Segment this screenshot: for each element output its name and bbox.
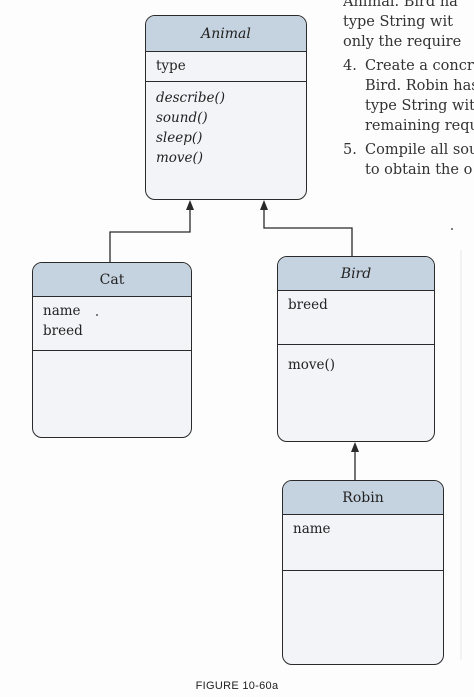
text-line: type String wit <box>343 14 453 30</box>
step-number: 5. <box>343 142 357 158</box>
class-name: Cat <box>33 263 191 297</box>
class-attributes: breed <box>278 291 434 345</box>
book-text-column: Animal. Bird ha type String wit only the… <box>343 0 474 180</box>
robin-to-bird-arrowhead <box>351 442 359 452</box>
class-methods <box>33 351 191 355</box>
class-methods: describe() sound() sleep() move() <box>146 82 306 168</box>
text-line: Bird. Robin has <box>365 78 474 94</box>
text-line: type String with <box>365 98 474 114</box>
method-move: move() <box>288 357 336 373</box>
text-line: Compile all sou <box>365 142 474 158</box>
class-name: Bird <box>278 257 434 291</box>
class-animal: Animal type describe() sound() sleep() m… <box>145 15 307 200</box>
text-line: Animal. Bird ha <box>343 0 458 10</box>
class-cat: Cat name breed <box>32 262 192 438</box>
attribute-breed: breed <box>288 297 328 313</box>
method-sound: sound() <box>156 110 208 126</box>
step-5: 5. Compile all sou to obtain the o <box>343 140 474 180</box>
attribute-name: name <box>293 521 331 537</box>
bird-to-animal-line <box>263 206 353 256</box>
class-robin: Robin name <box>282 480 444 665</box>
class-attributes: type <box>146 52 306 82</box>
class-attributes: name breed <box>33 297 191 351</box>
class-attributes: name <box>283 515 443 571</box>
attribute-type: type <box>156 58 186 74</box>
cat-to-animal-line <box>109 206 191 262</box>
print-speck <box>451 228 453 230</box>
attribute-breed: breed <box>43 323 83 339</box>
class-methods <box>283 571 443 575</box>
print-speck <box>96 314 98 316</box>
figure-caption: FIGURE 10-60a <box>195 680 279 692</box>
method-sleep: sleep() <box>156 130 203 146</box>
text-line: to obtain the o <box>365 162 473 178</box>
attribute-name: name <box>43 303 81 319</box>
method-describe: describe() <box>156 90 226 106</box>
step-number: 4. <box>343 58 357 74</box>
cat-to-animal-arrowhead <box>186 200 194 210</box>
class-methods: move() <box>278 345 434 375</box>
text-line: only the require <box>343 34 462 50</box>
class-name: Animal <box>146 16 306 52</box>
class-bird: Bird breed move() <box>277 256 435 442</box>
bird-to-animal-arrowhead <box>260 200 268 210</box>
text-line: remaining requ <box>365 118 474 134</box>
text-line: Create a concre <box>365 58 474 74</box>
method-move: move() <box>156 150 204 166</box>
class-name: Robin <box>283 481 443 515</box>
step-4: 4. Create a concre Bird. Robin has type S… <box>343 56 474 136</box>
